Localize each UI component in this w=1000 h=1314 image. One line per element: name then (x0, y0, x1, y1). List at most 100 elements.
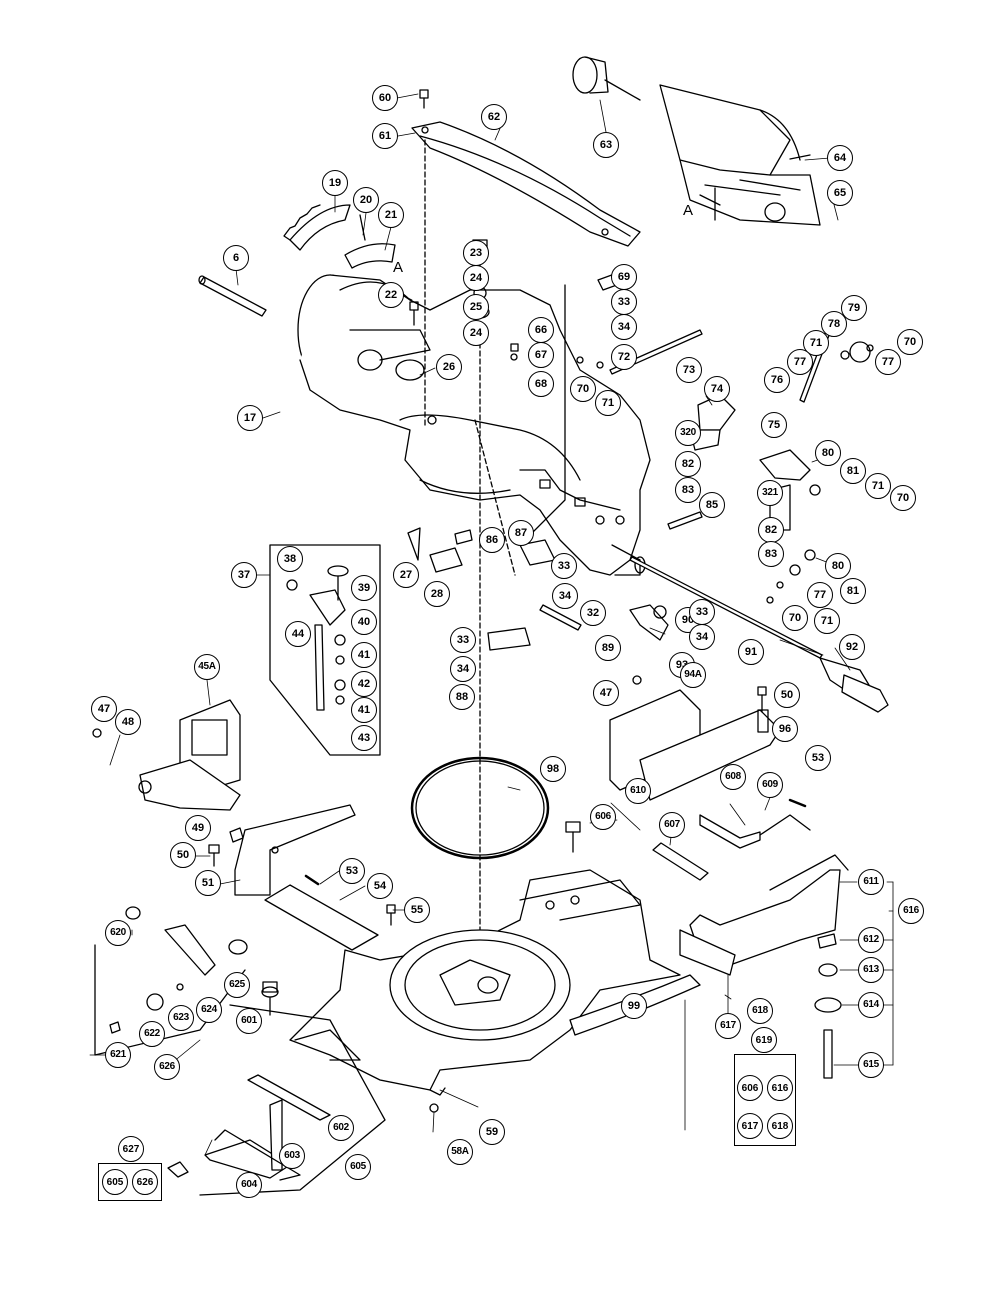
part-callout-96: 96 (772, 716, 798, 742)
part-callout-611: 611 (858, 869, 884, 895)
part-callout-70: 70 (570, 376, 596, 402)
part-callout-32: 32 (580, 600, 606, 626)
part-callout-71: 71 (865, 473, 891, 499)
sub-fence-left-drawing (234, 804, 356, 896)
part-callout-606: 606 (590, 804, 616, 830)
part-callout-76: 76 (764, 367, 790, 393)
left-fence-drawing (138, 699, 244, 843)
part-callout-605: 605 (345, 1154, 371, 1180)
part-callout-608: 608 (720, 764, 746, 790)
part-callout-603: 603 (279, 1143, 305, 1169)
extension-drawing (652, 814, 849, 976)
part-callout-618: 618 (747, 998, 773, 1024)
part-callout-55: 55 (404, 897, 430, 923)
part-callout-33: 33 (689, 599, 715, 625)
part-callout-78: 78 (821, 311, 847, 337)
part-callout-61: 61 (372, 123, 398, 149)
part-callout-50: 50 (774, 682, 800, 708)
part-callout-72: 72 (611, 344, 637, 370)
part-callout-99: 99 (621, 993, 647, 1019)
part-callout-320: 320 (675, 420, 701, 446)
part-callout-60: 60 (372, 85, 398, 111)
part-callout-51: 51 (195, 870, 221, 896)
part-callout-45A: 45A (194, 654, 220, 680)
part-callout-21: 21 (378, 202, 404, 228)
part-callout-64: 64 (827, 145, 853, 171)
part-callout-94A: 94A (680, 662, 706, 688)
part-callout-27: 27 (393, 562, 419, 588)
part-callout-625: 625 (224, 972, 250, 998)
shaft-drawing (198, 275, 267, 317)
part-callout-626: 626 (154, 1054, 180, 1080)
part-callout-69: 69 (611, 264, 637, 290)
part-callout-34: 34 (611, 314, 637, 340)
part-callout-28: 28 (424, 581, 450, 607)
part-callout-48: 48 (115, 709, 141, 735)
part-callout-602: 602 (328, 1115, 354, 1141)
part-callout-54: 54 (367, 873, 393, 899)
clamp-assembly-drawing (269, 544, 381, 756)
part-callout-607: 607 (659, 812, 685, 838)
part-callout-63: 63 (593, 132, 619, 158)
part-callout-50: 50 (170, 842, 196, 868)
part-callout-33: 33 (450, 627, 476, 653)
part-callout-62: 62 (481, 104, 507, 130)
part-callout-70: 70 (897, 329, 923, 355)
part-callout-34: 34 (552, 583, 578, 609)
stopper-drawing (167, 986, 386, 1196)
part-callout-77: 77 (875, 349, 901, 375)
part-callout-88: 88 (449, 684, 475, 710)
part-callout-616: 616 (898, 898, 924, 924)
part-callout-17: 17 (237, 405, 263, 431)
kit-619-item: 606 (737, 1075, 763, 1101)
part-callout-49: 49 (185, 815, 211, 841)
part-callout-617: 617 (715, 1013, 741, 1039)
part-callout-39: 39 (351, 575, 377, 601)
kit-callout-619: 619 (751, 1027, 777, 1053)
part-callout-321: 321 (757, 480, 783, 506)
part-callout-67: 67 (528, 342, 554, 368)
assembly-lines (424, 139, 516, 951)
part-callout-71: 71 (595, 390, 621, 416)
kit-619-item: 616 (767, 1075, 793, 1101)
section-letter-a-upper: A (683, 202, 694, 219)
part-callout-604: 604 (236, 1172, 262, 1198)
part-callout-33: 33 (551, 553, 577, 579)
part-callout-82: 82 (758, 517, 784, 543)
part-callout-24: 24 (463, 265, 489, 291)
part-callout-83: 83 (758, 541, 784, 567)
part-callout-19: 19 (322, 170, 348, 196)
part-callout-34: 34 (689, 624, 715, 650)
part-callout-59: 59 (479, 1119, 505, 1145)
ring-drawing (410, 756, 550, 860)
part-callout-81: 81 (840, 458, 866, 484)
part-callout-609: 609 (757, 772, 783, 798)
part-callout-70: 70 (890, 485, 916, 511)
part-callout-6: 6 (223, 245, 249, 271)
part-callout-73: 73 (676, 357, 702, 383)
part-callout-86: 86 (479, 527, 505, 553)
part-callout-81: 81 (840, 578, 866, 604)
part-callout-53: 53 (805, 745, 831, 771)
base-turntable-drawing (289, 869, 681, 1096)
part-callout-601: 601 (236, 1008, 262, 1034)
kit-619-item: 618 (767, 1113, 793, 1139)
handle-assembly-drawing (572, 56, 821, 226)
part-callout-47: 47 (91, 696, 117, 722)
part-callout-620: 620 (105, 920, 131, 946)
part-callout-89: 89 (595, 635, 621, 661)
part-callout-41: 41 (351, 642, 377, 668)
part-callout-98: 98 (540, 756, 566, 782)
part-callout-43: 43 (351, 725, 377, 751)
part-callout-20: 20 (353, 187, 379, 213)
wire-drawing (264, 884, 379, 951)
part-callout-87: 87 (508, 520, 534, 546)
part-callout-77: 77 (807, 582, 833, 608)
kit-619-item: 617 (737, 1113, 763, 1139)
part-callout-613: 613 (858, 957, 884, 983)
part-callout-22: 22 (378, 282, 404, 308)
part-callout-624: 624 (196, 997, 222, 1023)
part-callout-82: 82 (675, 451, 701, 477)
part-callout-74: 74 (704, 376, 730, 402)
